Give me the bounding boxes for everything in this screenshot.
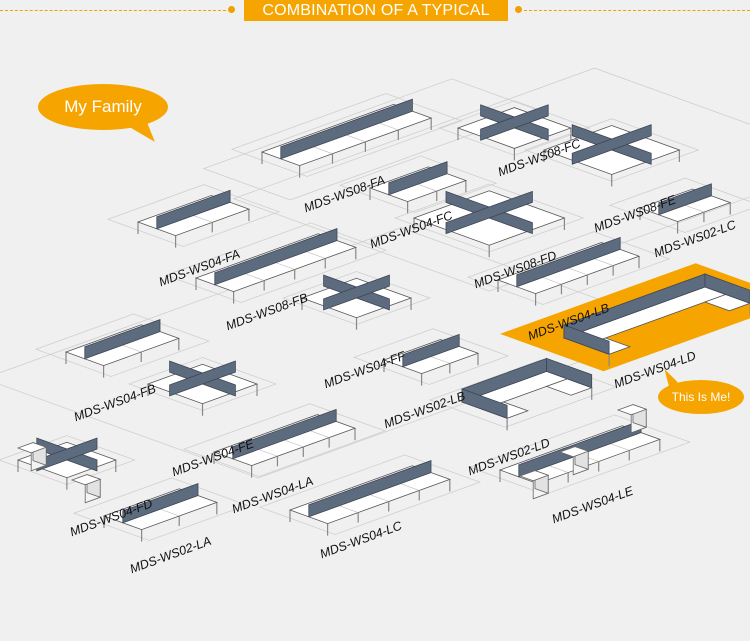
cabinet-fd-1	[16, 442, 48, 472]
header-dot-right	[515, 6, 522, 13]
workstation-ws04-fb	[34, 313, 211, 378]
workstation-ws02-la	[72, 477, 249, 542]
header-line-left	[0, 10, 226, 11]
workstation-ws04-fd	[0, 435, 136, 490]
workstation-ws04-la	[182, 403, 387, 478]
workstation-ws04-fe	[128, 357, 277, 416]
header-line-right	[524, 10, 750, 11]
workstation-ws04-lb	[466, 231, 671, 306]
workstation-ws04-ff	[282, 271, 431, 330]
workstation-ws02-ld	[428, 357, 618, 431]
header-bar: COMBINATION OF A TYPICAL	[0, 0, 750, 22]
workstation-ws08-fd	[394, 183, 585, 258]
me-callout: This Is Me!	[658, 380, 744, 414]
cabinet-le-3	[518, 470, 550, 500]
family-callout: My Family	[38, 84, 168, 130]
workstation-ws04-ld	[500, 263, 750, 372]
floor-zone-center	[232, 67, 750, 292]
cabinet-fd-2	[70, 474, 102, 504]
cabinet-le-1	[558, 446, 590, 476]
workstation-ws08-fc	[438, 100, 591, 161]
header-dot-left	[228, 6, 235, 13]
workstation-ws02-lb	[352, 328, 510, 386]
cabinet-le-2	[616, 404, 648, 434]
workstation-ws04-fc	[338, 155, 498, 214]
workstation-ws04-fa	[106, 184, 281, 248]
workstation-ws08-fe	[524, 118, 700, 187]
page-title: COMBINATION OF A TYPICAL	[244, 0, 508, 21]
workstation-ws04-lc	[258, 454, 482, 536]
workstation-ws02-lc	[608, 177, 750, 234]
workstation-ws08-fb	[164, 222, 388, 304]
workstation-ws08-fa	[230, 93, 463, 178]
